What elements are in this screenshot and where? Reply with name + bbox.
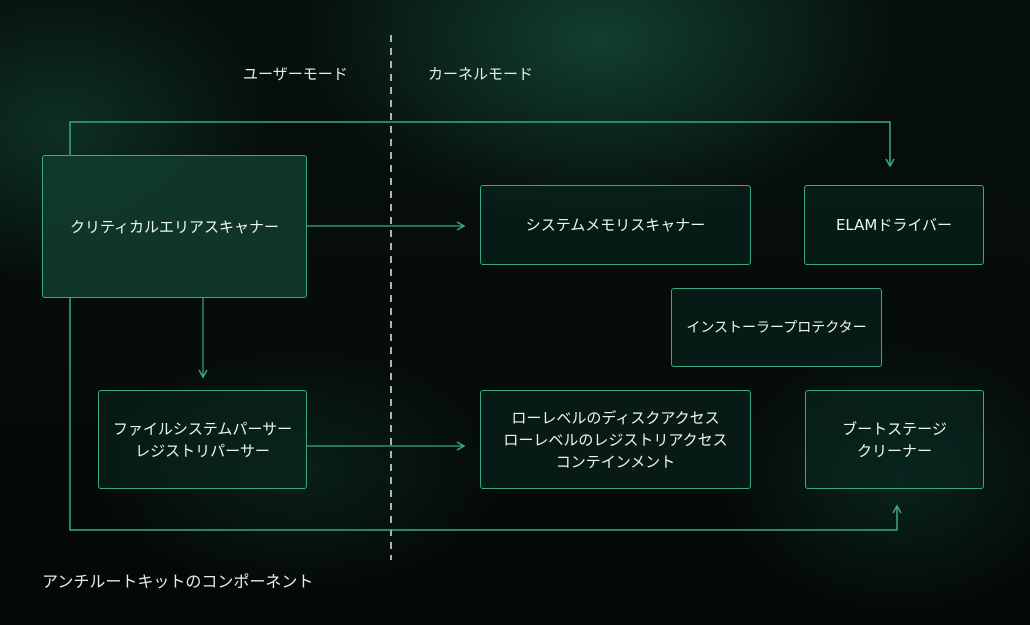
boot-stage-label: ブートステージ [842,419,947,438]
installer-protector-box: インストーラープロテクター [671,288,882,367]
installer-protector-label: インストーラープロテクター [686,319,867,336]
filesystem-registry-parser-box: ファイルシステムパーサー レジストリパーサー [98,390,307,489]
boot-stage-cleaner-box: ブートステージ クリーナー [805,390,984,489]
system-memory-scanner-label: システムメモリスキャナー [525,216,706,234]
critical-area-scanner-box: クリティカルエリアスキャナー [42,155,307,298]
kernel-mode-label: カーネルモード [428,65,534,83]
elam-driver-label: ELAMドライバー [835,216,953,234]
system-memory-scanner-box: システムメモリスキャナー [480,185,751,265]
arrow-to-boot-cleaner [69,298,902,531]
low-level-disk-access-label: ローレベルのディスクアクセス [511,408,720,427]
arrow-to-elam [69,121,895,168]
low-level-registry-access-label: ローレベルのレジストリアクセス [503,430,728,449]
diagram-caption: アンチルートキットのコンポーネント [42,572,314,591]
cleaner-label: クリーナー [856,441,932,460]
containment-label: コンテインメント [555,452,676,471]
registry-parser-label: レジストリパーサー [135,441,270,460]
elam-driver-box: ELAMドライバー [804,185,984,265]
critical-area-scanner-label: クリティカルエリアスキャナー [69,217,280,236]
filesystem-parser-label: ファイルシステムパーサー [112,419,293,438]
low-level-access-box: ローレベルのディスクアクセス ローレベルのレジストリアクセス コンテインメント [480,390,751,489]
user-mode-label: ユーザーモード [243,65,348,83]
